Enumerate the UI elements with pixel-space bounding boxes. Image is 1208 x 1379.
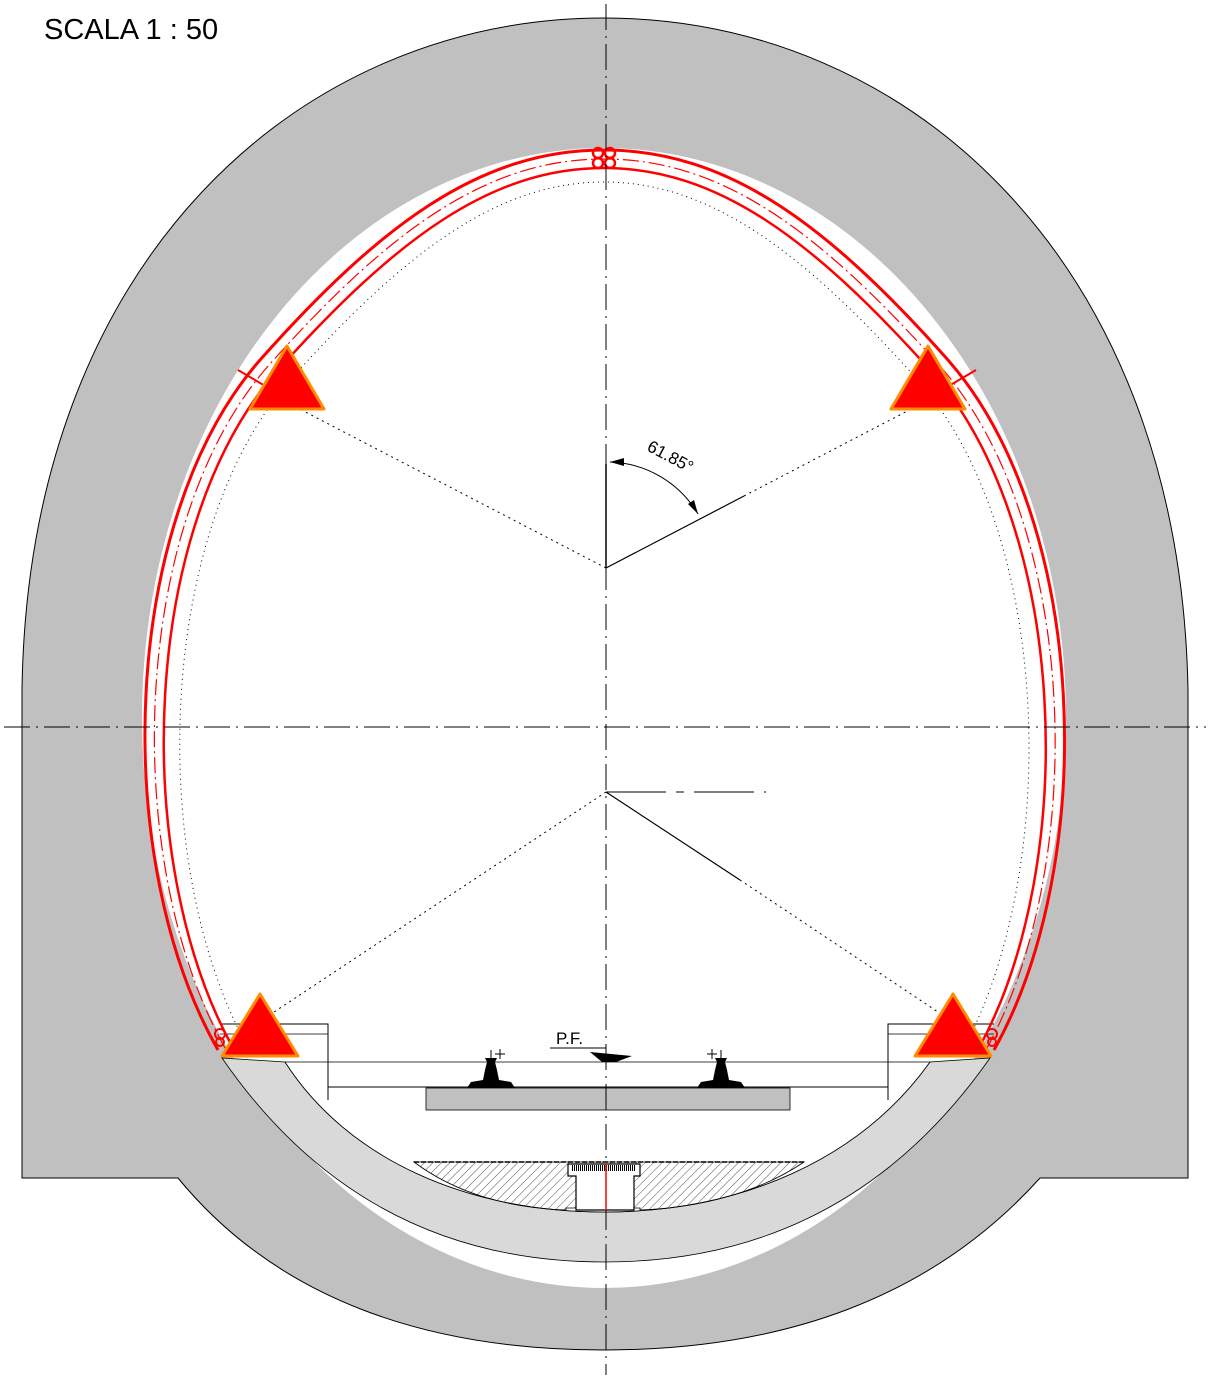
- track-slab: [425, 1087, 791, 1111]
- pf-marker: P.F.: [550, 1029, 632, 1062]
- scale-label: SCALA 1 : 50: [44, 14, 219, 46]
- left-foot-joint-icon: [214, 1028, 226, 1047]
- warning-triangle-icon: [913, 992, 993, 1058]
- left-rail-icon: [467, 1049, 515, 1088]
- inner-dotted-outline: [179, 181, 1030, 1041]
- warning-triangle-icon: [248, 344, 326, 411]
- level-marker-icon: [590, 1052, 632, 1062]
- crown-joint-icon: [591, 146, 617, 170]
- tunnel-opening: [142, 148, 1066, 1288]
- warning-triangle-icon: [220, 992, 300, 1058]
- arrow-head-icon: [610, 458, 624, 466]
- red-lining: [143, 148, 1066, 1051]
- construction-lines: [261, 393, 951, 1021]
- right-rail-icon: [697, 1049, 745, 1088]
- arrow-head-icon: [688, 500, 698, 514]
- warning-triangle-icon: [889, 344, 967, 411]
- drain-channel: [567, 1163, 641, 1211]
- pf-label: P.F.: [556, 1029, 583, 1048]
- right-foot-joint-icon: [986, 1028, 998, 1047]
